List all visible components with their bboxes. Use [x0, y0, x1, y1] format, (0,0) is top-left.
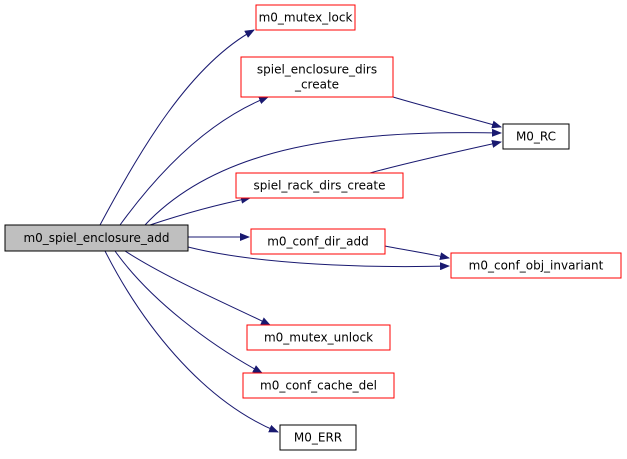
node-label: m0_mutex_lock	[259, 11, 353, 25]
edge-root-to-enc_dirs	[119, 96, 269, 226]
node-box	[279, 424, 357, 451]
node-box	[235, 172, 404, 199]
edge-root-to-err	[104, 250, 279, 433]
node-label: spiel_rack_dirs_create	[254, 179, 386, 193]
edge-dir_add-to-obj_inv	[384, 245, 450, 261]
edge-rack_dirs-to-rc	[369, 140, 502, 174]
node-box	[255, 4, 356, 31]
node-label: m0_conf_dir_add	[267, 235, 369, 249]
node-obj-inv[interactable]: m0_conf_obj_invariant	[450, 252, 622, 279]
node-label: M0_ERR	[294, 431, 342, 445]
node-err: M0_ERR	[279, 424, 357, 451]
node-label: _create	[294, 78, 339, 92]
node-dir-add[interactable]: m0_conf_dir_add	[250, 228, 386, 255]
node-label: M0_RC	[516, 130, 556, 144]
edge-root-to-mutex_unlock	[124, 250, 271, 326]
node-box	[502, 123, 570, 150]
node-box	[240, 56, 394, 98]
node-cache-del[interactable]: m0_conf_cache_del	[242, 372, 395, 399]
node-mutex-unlock[interactable]: m0_mutex_unlock	[246, 324, 391, 351]
node-rc: M0_RC	[502, 123, 570, 150]
node-label: m0_mutex_unlock	[264, 331, 373, 345]
edge-root-to-cache_del	[114, 250, 263, 374]
edge-root-to-rack_dirs	[149, 195, 251, 226]
edge-root-to-mutex_lock	[99, 29, 255, 226]
node-enc-dirs[interactable]: spiel_enclosure_dirs_create	[240, 56, 394, 98]
edge-root-to-obj_inv	[187, 246, 450, 271]
edge-enc_dirs-to-rc	[392, 96, 502, 129]
node-label: m0_spiel_enclosure_add	[23, 231, 169, 245]
node-label: m0_conf_cache_del	[260, 379, 377, 393]
node-mutex-lock[interactable]: m0_mutex_lock	[255, 4, 356, 31]
node-box	[4, 224, 189, 252]
node-box	[242, 372, 395, 399]
node-box	[250, 228, 386, 255]
node-label: m0_conf_obj_invariant	[469, 259, 604, 273]
node-box	[450, 252, 622, 279]
node-root: m0_spiel_enclosure_add	[4, 224, 189, 252]
node-rack-dirs[interactable]: spiel_rack_dirs_create	[235, 172, 404, 199]
nodes-layer: m0_spiel_enclosure_add m0_mutex_lockspiel…	[4, 4, 622, 451]
node-label: spiel_enclosure_dirs	[257, 63, 377, 77]
node-box	[246, 324, 391, 351]
edge-root-to-rc	[144, 128, 502, 226]
edges-layer	[99, 29, 502, 433]
